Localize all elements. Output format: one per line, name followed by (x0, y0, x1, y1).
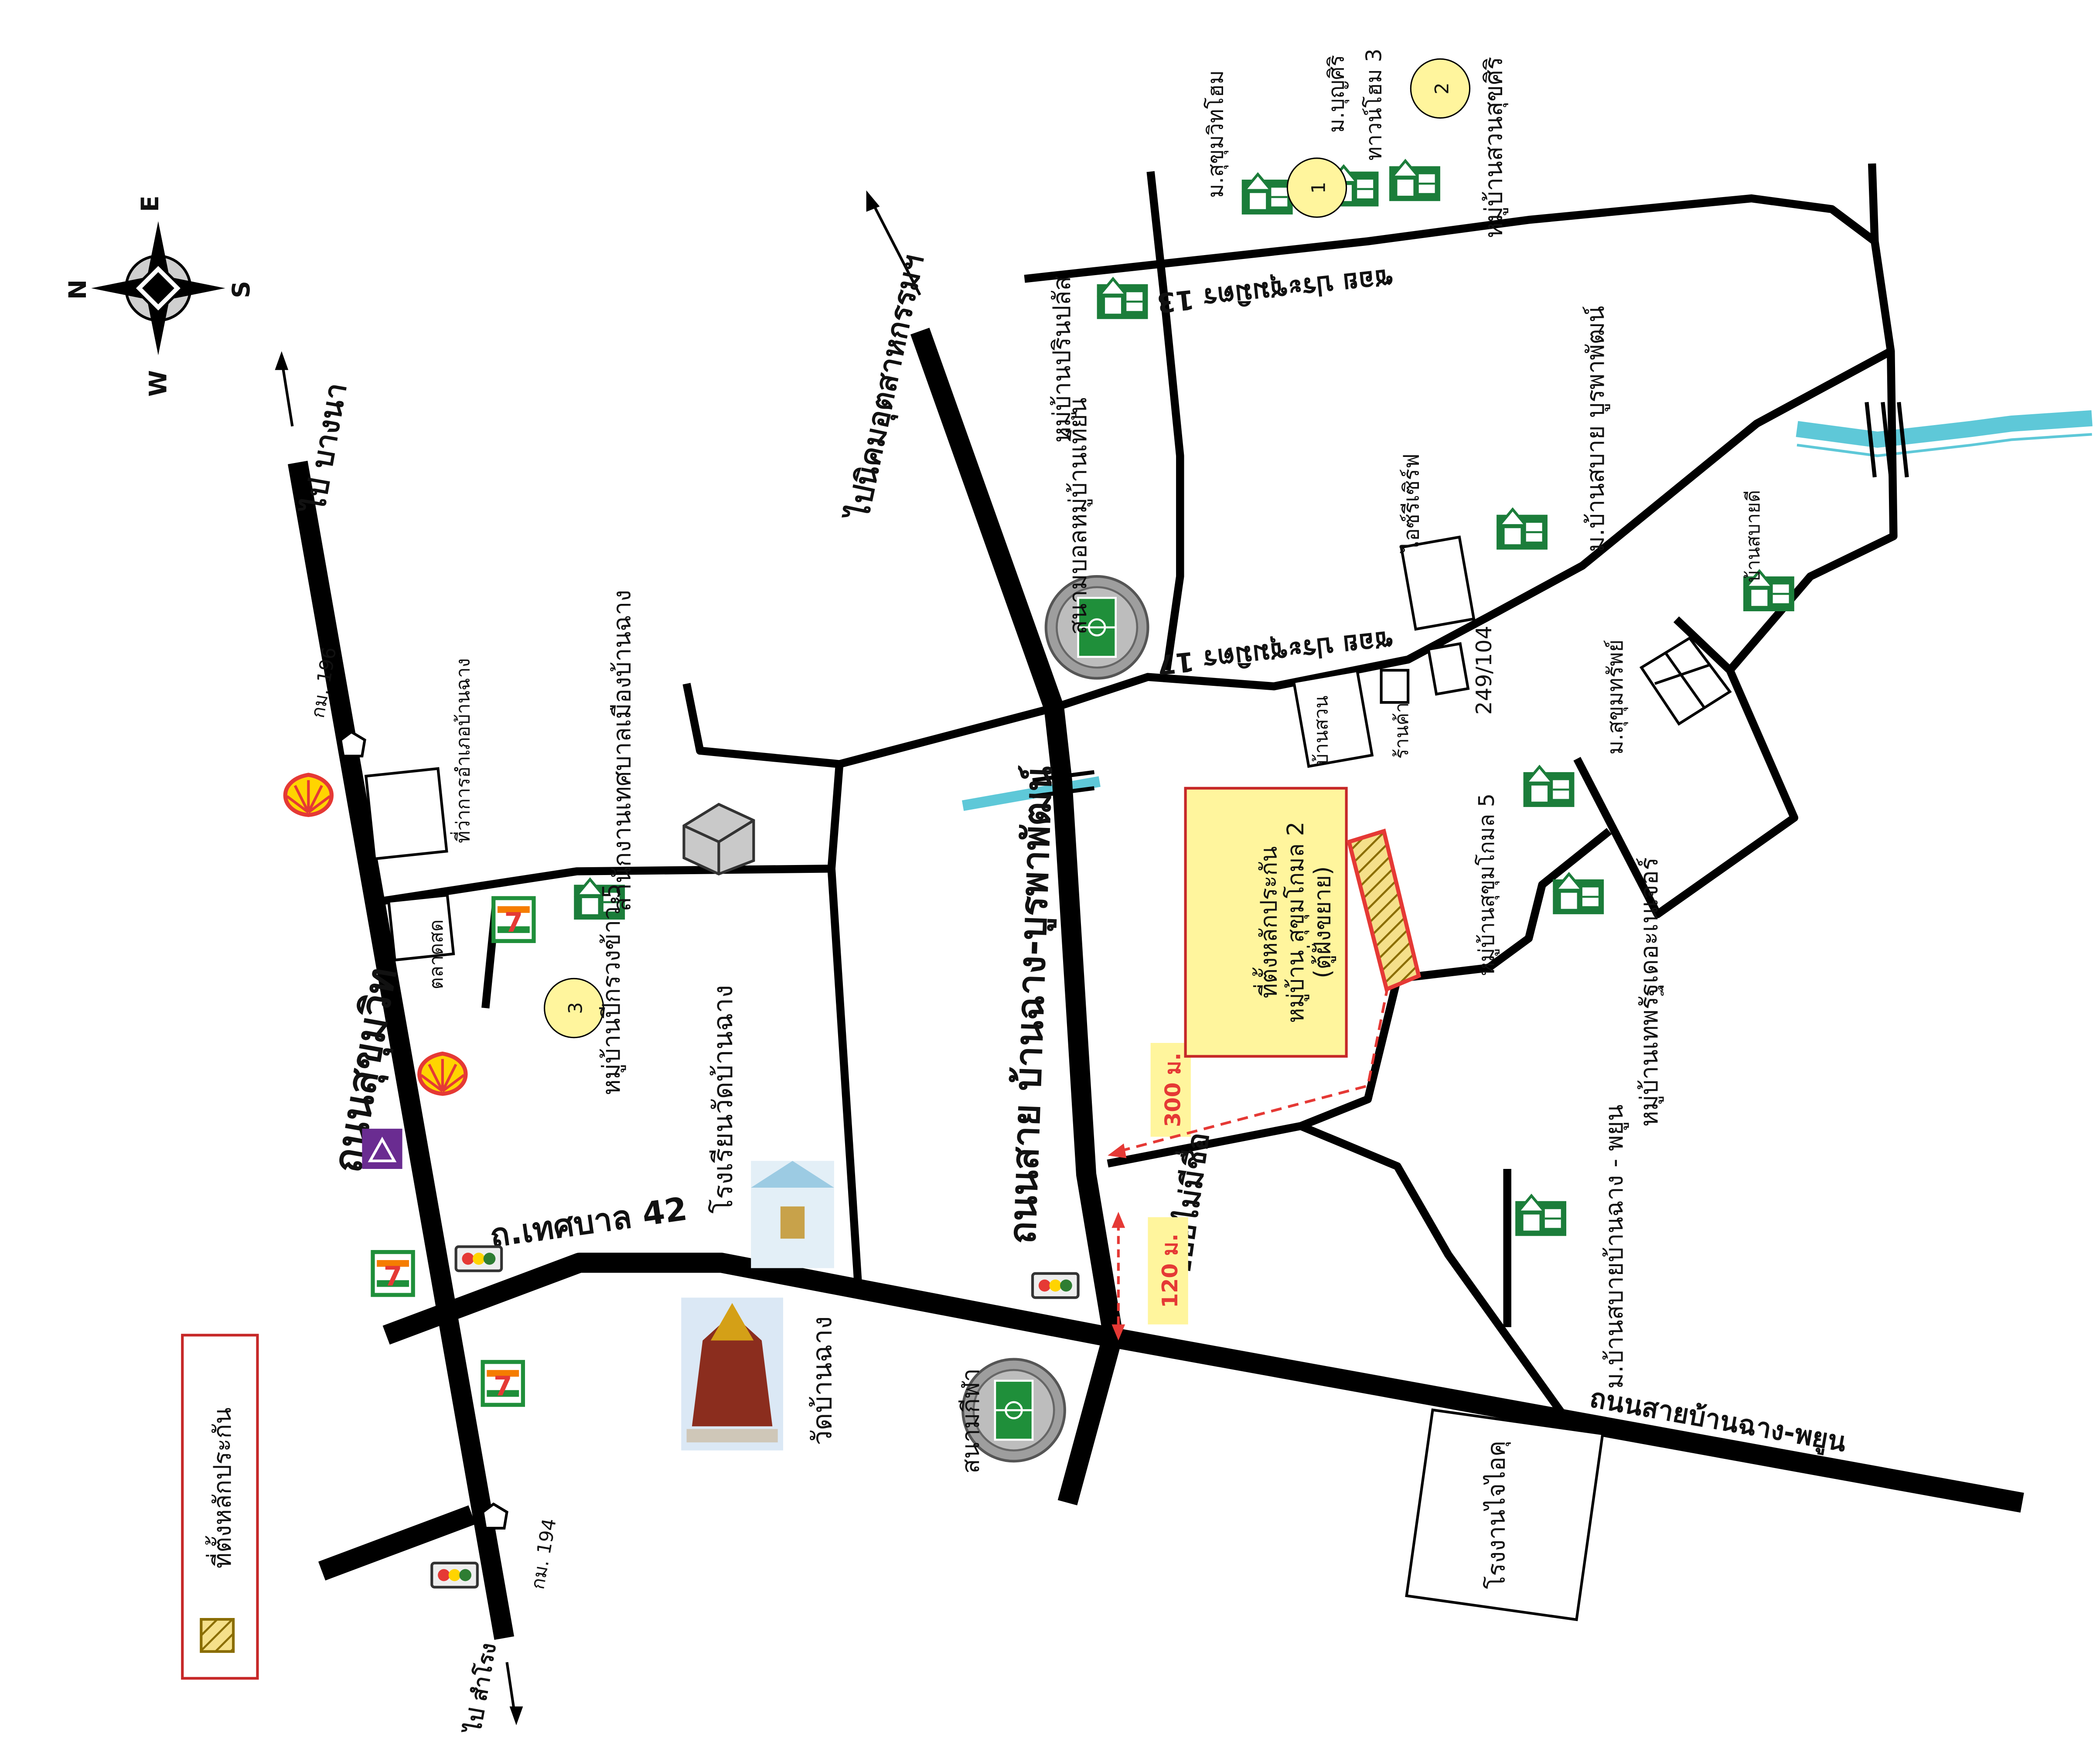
label-to-bangna: ไป บางนา (297, 380, 354, 517)
distance-120-marker: 120 ม. (1111, 1212, 1188, 1341)
marker-circle-3: 3 (544, 978, 604, 1039)
arrow-to-industrial-icon (866, 190, 921, 296)
svg-text:ร้านค้า: ร้านค้า (1391, 702, 1413, 759)
compass-s: S (228, 281, 256, 298)
stadium-icon (1046, 576, 1148, 678)
km196-post-icon (339, 730, 366, 758)
svg-text:หมู่บ้านสวนสุขศิริ: หมู่บ้านสวนสุขศิริ (1480, 57, 1508, 238)
svg-text:โรงเรียนวัดบ้านฉาง: โรงเรียนวัดบ้านฉาง (707, 985, 739, 1214)
svg-text:300 ม.: 300 ม. (1160, 1053, 1185, 1127)
svg-text:โรงงานไจไอคุ: โรงงานไจไอคุ (1483, 1441, 1511, 1589)
bank-icon (362, 1128, 402, 1169)
svg-text:หมู่บ้านสุขุมโกมล 5: หมู่บ้านสุขุมโกมล 5 (1474, 794, 1500, 976)
legend-box: ที่ตั้งหลักประกัน (181, 1334, 259, 1680)
label-to-industrial: ไปนิคมอุตสาหกรรมฯ (840, 252, 932, 525)
canal-left (961, 776, 1101, 811)
arrow-to-samrong-icon (505, 1662, 523, 1725)
collateral-site-callout: ที่ตั้งหลักประกัน หมู่บ้าน สุขุมโกมล 2 (… (1184, 787, 1348, 1058)
place-labels: ตลาดสด ที่ว่าการอำเภอบ้านฉาง สำนักงานเทศ… (426, 48, 1764, 1589)
compass-w: W (144, 370, 172, 397)
traffic-light-icon (456, 1247, 502, 1271)
svg-text:หมู่บ้าน สุขุมโกมล 2: หมู่บ้าน สุขุมโกมล 2 (1282, 821, 1309, 1023)
svg-text:หมู่บ้านปีกรวงข้าว 5: หมู่บ้านปีกรวงข้าว 5 (598, 883, 626, 1095)
bridge-mark-2 (1032, 786, 1095, 798)
grid-building-icon (1639, 636, 1732, 726)
road-banchang-burapha (910, 327, 1123, 1506)
shell-station-icon (285, 775, 331, 815)
svg-text:วัดบ้านฉาง: วัดบ้านฉาง (807, 1316, 838, 1445)
road-sukhumvit (288, 460, 515, 1640)
svg-text:ไอซ์รีเซิร์ฟ: ไอซ์รีเซิร์ฟ (1399, 453, 1424, 554)
road-thesaban42 (382, 1253, 2024, 1513)
svg-text:สำนักงานเทศบาลเมืองบ้านฉาง: สำนักงานเทศบาลเมืองบ้านฉาง (608, 590, 636, 912)
shell-station-icon (419, 1054, 466, 1094)
school-icon (751, 1161, 834, 1268)
svg-text:ม.บ้านสบาย บูรพาพัฒน์: ม.บ้านสบาย บูรพาพัฒน์ (1582, 306, 1610, 552)
label-km194: กม. 194 (527, 1517, 561, 1591)
svg-text:ม.สุขุมวิทโฮม: ม.สุขุมวิทโฮม (1203, 70, 1229, 198)
label-to-samrong: ไป สำโรง (460, 1641, 501, 1737)
compass-rose-icon (91, 221, 225, 355)
km194-post-icon (481, 1502, 508, 1530)
canal-top (1796, 410, 2093, 448)
svg-text:บ้านสวน: บ้านสวน (1311, 695, 1333, 766)
seven-eleven-icon (483, 1362, 523, 1405)
svg-text:2: 2 (1431, 82, 1453, 94)
svg-text:ที่ว่าการอำเภอบ้านฉาง: ที่ว่าการอำเภอบ้านฉาง (450, 658, 474, 843)
svg-text:บ้านสบายดี: บ้านสบายดี (1742, 490, 1764, 582)
svg-text:ที่ตั้งหลักประกัน: ที่ตั้งหลักประกัน (1252, 846, 1282, 998)
canal-top-outline (1797, 433, 2092, 457)
svg-text:249/104: 249/104 (1471, 626, 1497, 715)
svg-text:ตลาดสด: ตลาดสด (426, 920, 447, 990)
svg-text:ม.บ้านสบายบ้านฉาง - พยูน: ม.บ้านสบายบ้านฉาง - พยูน (1601, 1104, 1629, 1389)
marker-circle-2: 2 (1410, 58, 1471, 119)
svg-text:หมู่บ้านปรินปลัส: หมู่บ้านปรินปลัส (1048, 276, 1077, 443)
svg-text:สนามกีฬา: สนามกีฬา (957, 1368, 985, 1474)
compass-n: N (64, 279, 92, 300)
label-soi-13: ซอย ประชุมมิตร 13 (1155, 262, 1394, 318)
minor-roads (383, 163, 1898, 1418)
label-banchang-burapha: ถนนสาย บ้านฉาง-บูรพาพัฒน์ (1001, 765, 1062, 1245)
traffic-light-icon (432, 1563, 477, 1587)
svg-text:3: 3 (565, 1002, 587, 1014)
svg-text:ที่ตั้งหลักประกัน: ที่ตั้งหลักประกัน (205, 1407, 237, 1568)
office-building-icon (682, 803, 755, 875)
compass-e: E (136, 195, 164, 212)
arrow-to-bangna-icon (275, 351, 294, 427)
bridge-top (1865, 402, 1909, 478)
svg-text:สนามบอลหมู่บ้านเทียน: สนามบอลหมู่บ้านเทียน (1064, 398, 1093, 635)
distance-300-marker: 300 ม. (1108, 985, 1390, 1158)
road-sukhumvit-branch (318, 1505, 476, 1580)
svg-text:หมู่บ้านเทพรัฐเดอะเนเจอร์: หมู่บ้านเทพรัฐเดอะเนเจอร์ (1636, 857, 1664, 1127)
seven-eleven-icon (373, 1252, 413, 1295)
marker-circle-1: 1 (1286, 157, 1347, 218)
temple-icon (681, 1298, 784, 1451)
svg-text:(ตู้ฝั่งขยาย): (ตู้ฝั่งขยาย) (1307, 866, 1336, 978)
svg-text:ม.สุขุมทรัพย์: ม.สุขุมทรัพย์ (1602, 640, 1628, 755)
collateral-site-icon[interactable] (1347, 828, 1422, 992)
svg-text:ม.บุญศิริ: ม.บุญศิริ (1323, 55, 1349, 133)
svg-text:ทาวน์โฮม 3: ทาวน์โฮม 3 (1361, 48, 1387, 160)
svg-text:120 ม.: 120 ม. (1157, 1233, 1183, 1308)
bridge-mark-1 (1032, 770, 1095, 782)
svg-text:1: 1 (1308, 182, 1330, 194)
seven-eleven-icon (494, 898, 534, 941)
building-outlines (364, 535, 1604, 1621)
label-thesaban42: ถ.เทศบาล 42 (488, 1191, 689, 1255)
traffic-light-icon (1033, 1274, 1078, 1298)
